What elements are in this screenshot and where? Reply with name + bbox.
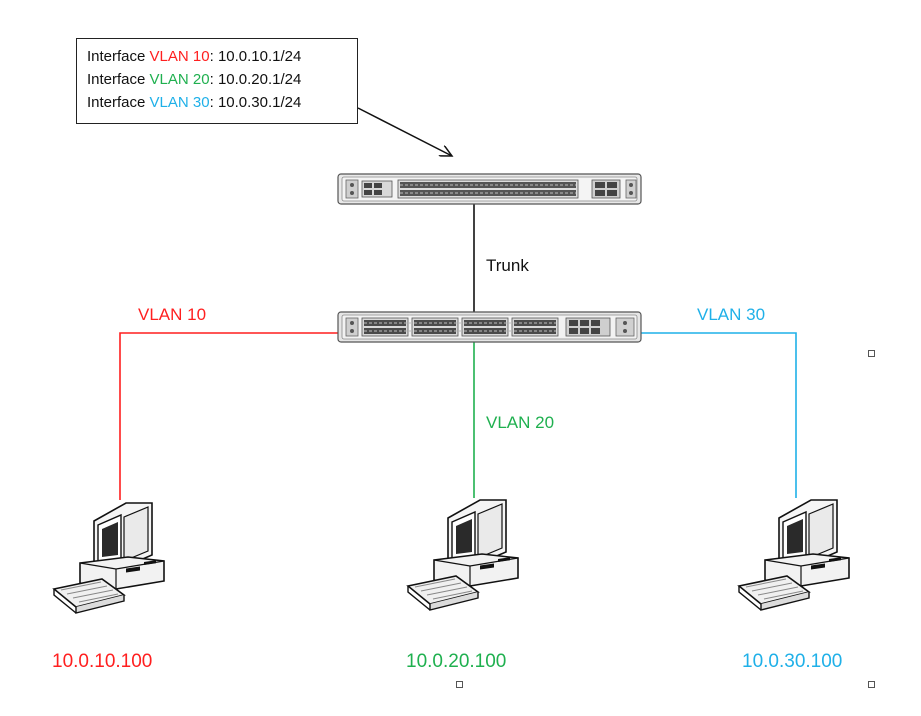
vlan10-link	[119, 332, 372, 500]
trunk-label: Trunk	[486, 256, 529, 275]
note-arrow	[357, 107, 452, 156]
pc-1-icon	[53, 502, 165, 614]
note-prefix: Interface	[87, 48, 150, 65]
vlan30-label: VLAN 30	[697, 305, 766, 324]
note-vlan-label: VLAN 10	[149, 48, 210, 65]
core-switch-icon	[337, 173, 642, 205]
note-prefix: Interface	[87, 94, 150, 111]
note-vlan-label: VLAN 30	[149, 94, 210, 111]
selection-handle[interactable]	[456, 681, 463, 688]
note-line-vlan20: Interface VLAN 20: 10.0.20.1/24	[87, 68, 357, 91]
selection-handle[interactable]	[868, 350, 875, 357]
note-ip: 10.0.20.1/24	[217, 71, 302, 88]
host-3-ip: 10.0.30.100	[742, 651, 843, 672]
host-1-ip: 10.0.10.100	[52, 651, 153, 672]
interface-note: Interface VLAN 10: 10.0.10.1/24 Interfac…	[76, 38, 358, 124]
note-prefix: Interface	[87, 71, 150, 88]
note-ip: 10.0.30.1/24	[217, 94, 302, 111]
note-line-vlan30: Interface VLAN 30: 10.0.30.1/24	[87, 91, 357, 114]
note-separator: :	[209, 94, 218, 111]
host-2-ip: 10.0.20.100	[406, 651, 507, 672]
pc-3-icon	[738, 499, 850, 611]
note-separator: :	[209, 48, 218, 65]
selection-handle[interactable]	[868, 681, 875, 688]
vlan20-label: VLAN 20	[486, 413, 555, 432]
access-switch-icon	[337, 311, 642, 343]
note-ip: 10.0.10.1/24	[217, 48, 302, 65]
vlan30-link	[566, 332, 797, 498]
note-separator: :	[209, 71, 218, 88]
vlan10-label: VLAN 10	[138, 305, 207, 324]
note-vlan-label: VLAN 20	[149, 71, 210, 88]
note-line-vlan10: Interface VLAN 10: 10.0.10.1/24	[87, 45, 357, 68]
pc-2-icon	[407, 499, 519, 611]
